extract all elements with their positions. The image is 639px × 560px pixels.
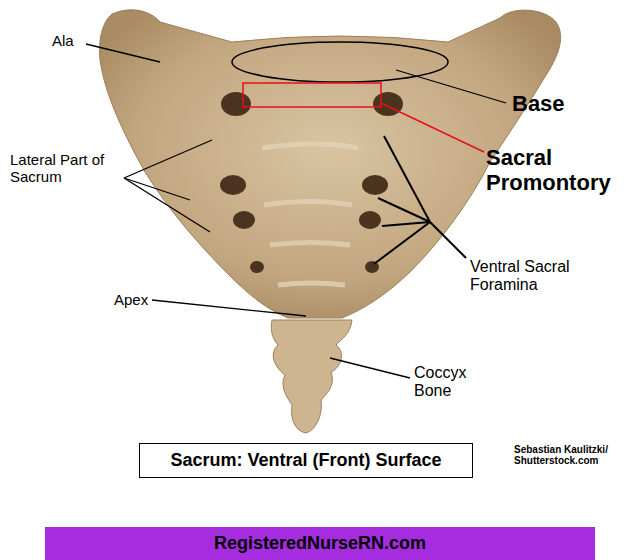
foramen xyxy=(233,211,255,229)
transverse-ridge xyxy=(270,243,350,246)
part-label: Apex xyxy=(114,292,148,309)
leader-line xyxy=(430,222,466,258)
leader-line xyxy=(374,222,430,264)
leader-line xyxy=(152,300,306,316)
leader-line xyxy=(124,140,212,178)
leader-lines xyxy=(86,44,506,378)
caption-box: Sacrum: Ventral (Front) Surface xyxy=(139,443,473,478)
part-label: Base xyxy=(512,92,565,117)
sacral-ridges xyxy=(262,144,358,285)
transverse-ridge xyxy=(278,283,345,285)
transverse-ridge xyxy=(264,202,352,206)
foramen xyxy=(359,211,381,229)
leader-line xyxy=(124,178,190,200)
caption-text: Sacrum: Ventral (Front) Surface xyxy=(170,450,441,471)
part-label: Coccyx Bone xyxy=(414,364,484,400)
foramen xyxy=(373,92,403,116)
leader-line xyxy=(396,70,506,103)
promontory-outline xyxy=(243,83,381,107)
leader-line xyxy=(384,136,430,222)
part-label: Lateral Part of Sacrum xyxy=(10,152,128,186)
sacral-foramina xyxy=(220,92,403,273)
credit-text: Sebastian Kaulitzki/ Shutterstock.com xyxy=(514,444,626,466)
leader-line xyxy=(124,178,210,232)
site-banner: RegisteredNurseRN.com xyxy=(45,527,595,560)
foramen xyxy=(221,92,251,116)
foramen xyxy=(362,175,388,195)
leader-line xyxy=(86,44,160,62)
transverse-ridge xyxy=(262,144,358,148)
banner-text: RegisteredNurseRN.com xyxy=(214,533,426,554)
part-label: Ala xyxy=(52,33,74,50)
coccyx-bone xyxy=(271,320,352,433)
leader-line xyxy=(378,198,430,222)
part-label: Ventral Sacral Foramina xyxy=(470,258,598,294)
foramen xyxy=(220,175,246,195)
leader-line xyxy=(382,222,430,226)
part-label: Sacral Promontory xyxy=(486,146,626,195)
promontory-leader-line xyxy=(381,103,484,152)
foramen xyxy=(250,261,264,273)
leader-line xyxy=(330,358,410,378)
